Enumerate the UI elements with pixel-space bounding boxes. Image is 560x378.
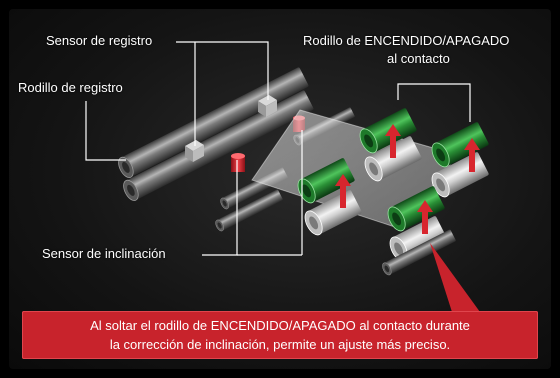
- leader-lines: [85, 41, 471, 256]
- label-registration-sensor: Sensor de registro: [46, 33, 153, 48]
- registration-sensor-b: [258, 95, 277, 117]
- label-registration-roller: Rodillo de registro: [18, 80, 123, 95]
- registration-roller-lower: [123, 90, 314, 201]
- skew-sensor-a: [231, 153, 245, 172]
- callout-pointer: [430, 243, 480, 312]
- label-skew-sensor: Sensor de inclinación: [42, 246, 166, 261]
- callout-box: Al soltar el rodillo de ENCENDIDO/APAGAD…: [22, 311, 538, 359]
- label-onoff-roller-contact: al contacto: [387, 51, 450, 66]
- callout-text-line-2: la corrección de inclinación, permite un…: [109, 337, 451, 352]
- registration-roller-upper: [118, 67, 309, 178]
- label-onoff-roller: Rodillo de ENCENDIDO/APAGADO: [303, 33, 510, 48]
- callout-text-line-1: Al soltar el rodillo de ENCENDIDO/APAGAD…: [90, 318, 470, 333]
